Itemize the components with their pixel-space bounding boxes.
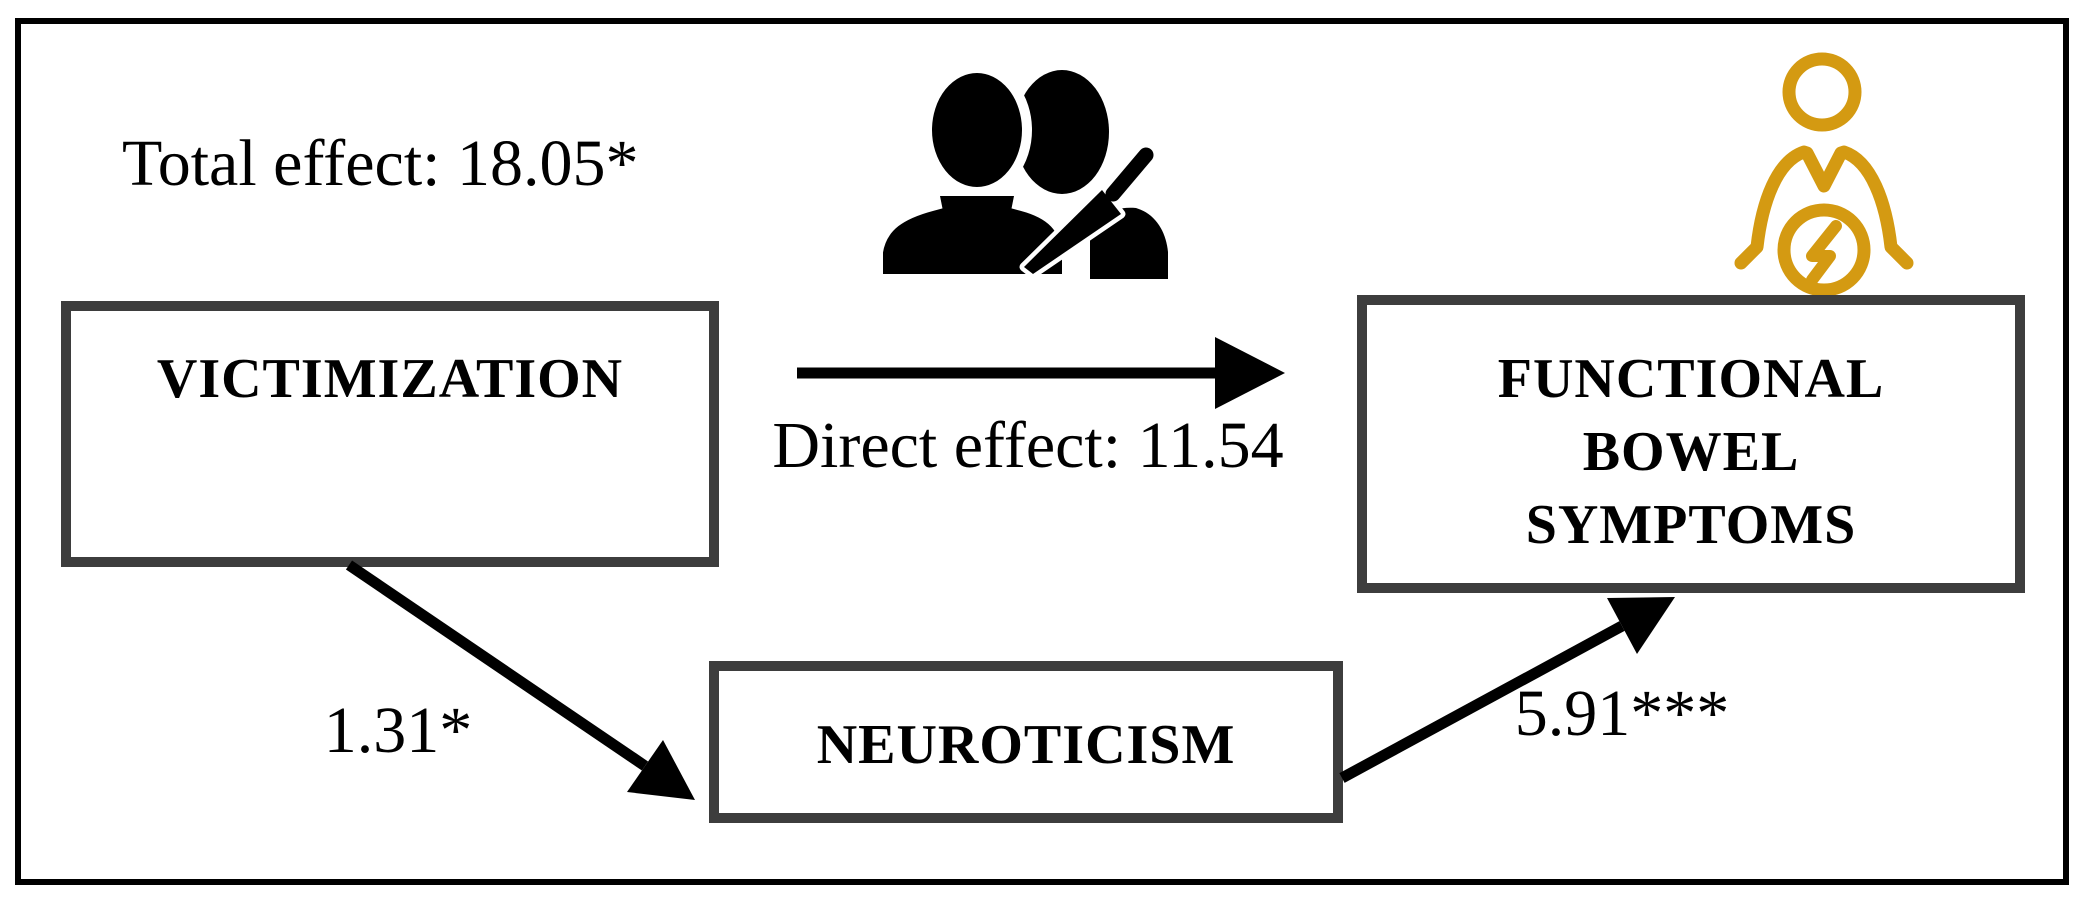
arrowhead [1607,597,1675,654]
person-body-icon [1734,145,1914,270]
path-b-arrow [1339,597,1675,783]
knife-blade [1019,185,1126,279]
knife-handle [1105,147,1154,202]
lightning-bolt-icon [1806,220,1842,286]
victimization-label: VICTIMIZATION [157,348,623,410]
person-head-icon [1782,52,1862,132]
total-effect-label: Total effect: 18.05* [122,127,639,200]
victimization-icon [873,63,1168,284]
arrowhead [1215,337,1285,409]
belly-circle-icon [1777,203,1871,297]
arrowhead [627,740,695,800]
victimization-box [61,301,719,567]
bowel-symptoms-icon [1734,52,1914,297]
path-a-arrow [345,560,695,800]
fbs-label-line-3: SYMPTOMS [1526,494,1857,556]
path-a-label: 1.31* [324,694,473,767]
back-person-head [1015,70,1109,194]
front-person-head [922,63,1032,197]
front-person-neck [940,196,1014,236]
neuroticism-label: NEUROTICISM [817,714,1236,776]
functional-bowel-symptoms-box [1357,295,2025,593]
direct-effect-label: Direct effect: 11.54 [772,409,1283,482]
fbs-label-line-1: FUNCTIONAL [1498,348,1884,410]
neuroticism-box [709,661,1343,823]
path-b-label: 5.91*** [1515,677,1730,750]
direct-effect-arrow [797,337,1285,409]
fbs-label-line-2: BOWEL [1583,421,1800,483]
